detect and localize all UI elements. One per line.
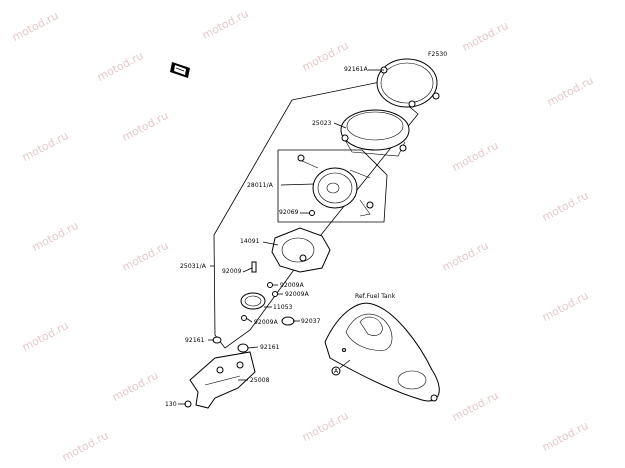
callout-11053: 11053 — [273, 304, 293, 311]
screw-92009 — [251, 261, 257, 273]
meter-cover — [340, 109, 410, 157]
callout-92009: 92009 — [222, 268, 242, 275]
callout-92009a: 92009A — [285, 291, 309, 298]
callout-130: 130 — [165, 401, 177, 408]
meter-case — [271, 227, 331, 273]
callout-92069: 92069 — [279, 209, 299, 216]
grommet — [241, 282, 278, 321]
leader-line — [245, 317, 253, 323]
gasket-ring — [376, 58, 440, 108]
callout-25031: 25031/A — [180, 263, 206, 270]
figure-code: F2530 — [428, 51, 448, 58]
callout-25008: 25008 — [250, 377, 270, 384]
front-direction-icon — [170, 62, 190, 78]
leader-line — [339, 359, 351, 369]
callout-92009a: 92009A — [254, 319, 278, 326]
callout-92037: 92037 — [301, 318, 321, 325]
ring-11053 — [240, 292, 266, 310]
callout-92161a: 92161A — [344, 66, 368, 73]
callout-92009a: 92009A — [280, 282, 304, 289]
meter-box-boundary — [277, 149, 388, 223]
leader-line — [242, 267, 253, 273]
callout-14091: 14091 — [240, 238, 260, 245]
clip-92037 — [281, 316, 295, 326]
callout-92161: 92161 — [260, 344, 280, 351]
leader-line — [280, 183, 315, 186]
reference-marker-circle — [331, 366, 341, 376]
leader-line — [333, 122, 347, 129]
bracket — [189, 351, 256, 409]
ref-marker-label: A — [334, 368, 339, 375]
leader-line — [247, 346, 259, 349]
meter-assembly — [297, 154, 374, 217]
callout-25023: 25023 — [312, 120, 332, 127]
leader-line — [262, 241, 279, 246]
callout-92161: 92161 — [185, 337, 205, 344]
fuel-tank-panel — [324, 302, 440, 402]
callout-28011: 28011/A — [247, 182, 273, 189]
ref-note: Ref.Fuel Tank — [355, 293, 396, 300]
